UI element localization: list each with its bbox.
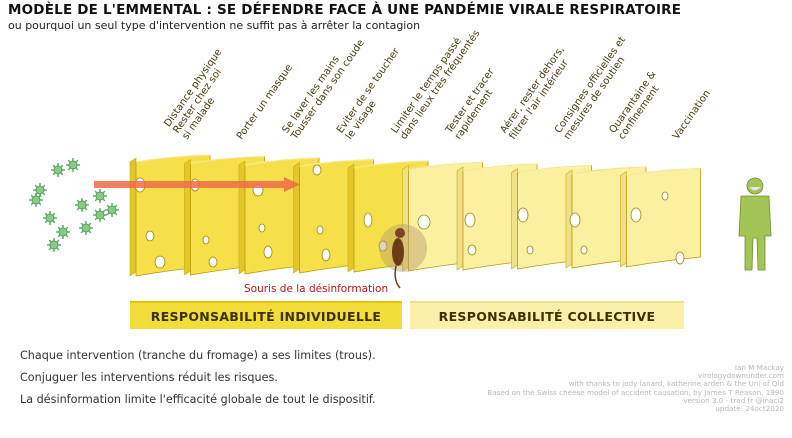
virus-icon <box>51 163 65 177</box>
credit-line: with thanks to jody lanard, katherine ar… <box>568 379 784 389</box>
note-3: La désinformation limite l'efficacité gl… <box>20 393 376 406</box>
cheese-hole <box>569 212 581 228</box>
virus-icon <box>56 225 70 239</box>
cheese-hole <box>263 245 273 259</box>
cheese-hole <box>675 251 685 265</box>
person-icon <box>738 177 772 271</box>
cheese-hole <box>363 212 373 228</box>
mouse-label: Souris de la désinformation <box>244 283 389 295</box>
band-individual: RESPONSABILITÉ INDIVIDUELLE <box>130 301 402 329</box>
cheese-hole <box>258 223 266 233</box>
page-subtitle: ou pourquoi un seul type d'intervention … <box>8 19 421 32</box>
arrow-icon <box>94 177 300 192</box>
credit-line: update: 24oct2020 <box>715 404 784 414</box>
virus-icon <box>43 211 57 225</box>
slice-label: Vaccination <box>671 88 713 141</box>
cheese-hole <box>378 240 388 252</box>
page-title: MODÈLE DE L'EMMENTAL : SE DÉFENDRE FACE … <box>8 2 682 18</box>
slice-labels: Distance physiqueRester chez soisi malad… <box>162 28 713 143</box>
credit-line: version 3.0 - trad fr @inaci2 <box>683 395 784 405</box>
cheese-hole <box>312 164 322 176</box>
virus-icon <box>66 158 80 172</box>
note-1: Chaque intervention (tranche du fromage)… <box>20 349 376 362</box>
virus-icon <box>105 203 119 217</box>
virus-icon <box>75 198 89 212</box>
note-2: Conjuguer les interventions réduit les r… <box>20 371 278 384</box>
slice-label-line: Aérer, rester dehors, <box>498 44 567 136</box>
cheese-slice <box>620 167 701 268</box>
slice-label-line: Vaccination <box>671 88 713 141</box>
cheese-hole <box>321 248 331 262</box>
credit-line: virologydownunder.com <box>697 371 784 381</box>
cheese-hole <box>467 244 477 256</box>
cheese-hole <box>630 207 642 223</box>
credit-line: Ian M Mackay <box>734 363 784 372</box>
virus-icon <box>47 238 61 252</box>
mouse-icon <box>379 224 427 289</box>
cheese-hole <box>154 255 166 269</box>
cheese-hole <box>464 212 476 228</box>
cheese-hole <box>580 245 588 255</box>
virus-icon <box>29 193 43 207</box>
credit-line: Based on the Swiss cheese model of accid… <box>487 387 784 397</box>
cheese-slices <box>129 154 701 277</box>
virus-icon <box>93 208 107 222</box>
cheese-hole <box>417 214 431 230</box>
cheese-hole <box>316 225 324 235</box>
slice-label: Distance physiqueRester chez soisi malad… <box>162 47 242 142</box>
cheese-hole <box>208 256 218 268</box>
cheese-hole <box>202 235 210 245</box>
credits: Ian M Mackay virologydownunder.com with … <box>487 363 784 414</box>
band-collective: RESPONSABILITÉ COLLECTIVE <box>410 301 684 329</box>
virus-icon <box>33 183 47 197</box>
cheese-hole <box>526 245 534 255</box>
virus-icon <box>93 189 107 203</box>
slice-label: Quarantaine &confinement <box>607 69 667 142</box>
slice-label: Tester et tracerrapidement <box>443 66 506 143</box>
virus-icon <box>79 221 93 235</box>
cheese-hole <box>517 207 529 223</box>
cheese-hole <box>145 230 155 242</box>
cheese-hole <box>661 191 669 201</box>
